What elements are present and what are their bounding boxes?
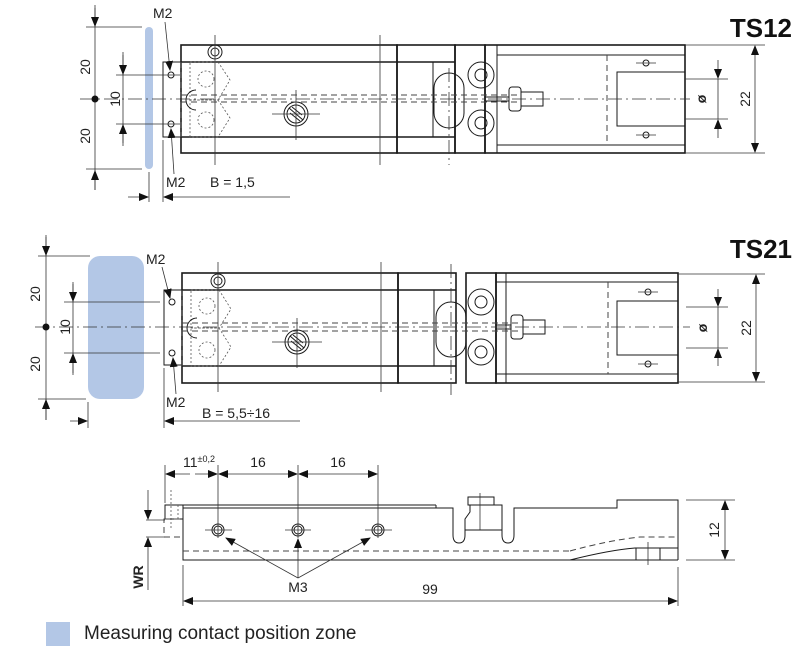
- ts12-view: TS12: [77, 5, 792, 202]
- ts21-height-top-label: 20: [27, 286, 43, 302]
- side-dimensions: 11±0,2 16 16 WR M3 99 12: [130, 454, 735, 606]
- ts12-height-top-label: 20: [77, 59, 93, 75]
- ts12-diameter-label: ø: [693, 94, 709, 103]
- ts12-thread-top-label: M2: [153, 5, 173, 21]
- side-offset-value: 11: [183, 454, 198, 470]
- ts21-b-dim-label: B = 5,5÷16: [202, 405, 270, 421]
- legend-label: Measuring contact position zone: [84, 623, 357, 644]
- ts21-thread-bottom-label: M2: [166, 394, 186, 410]
- ts12-contact-zone: [145, 27, 153, 169]
- ts12-right-dimensions: ø 22: [685, 44, 765, 154]
- ts12-dimensions: 20 20 10 M2 M2 B = 1,5: [77, 5, 290, 202]
- ts21-right-dimensions: ø 22: [678, 273, 765, 383]
- ts21-height-bottom-label: 20: [27, 356, 43, 372]
- side-height-label: 12: [706, 522, 722, 538]
- side-spacing-2-label: 16: [330, 454, 346, 470]
- side-offset-tolerance: ±0,2: [198, 454, 215, 464]
- ts12-title: TS12: [730, 13, 792, 43]
- ts21-dimensions: 20 20 10 M2 M2 B = 5,5÷16: [27, 235, 300, 428]
- legend-swatch: [46, 622, 70, 646]
- ts21-body: [35, 262, 690, 395]
- ts12-width-label: 22: [737, 91, 753, 107]
- ts12-pitch-label: 10: [107, 91, 123, 107]
- legend: Measuring contact position zone: [46, 622, 357, 646]
- side-offset-label: 11±0,2: [183, 454, 215, 470]
- ts21-thread-top-label: M2: [146, 251, 166, 267]
- ts12-b-dim-label: B = 1,5: [210, 174, 255, 190]
- ts21-width-label: 22: [738, 320, 754, 336]
- side-view: 11±0,2 16 16 WR M3 99 12: [130, 454, 735, 606]
- ts21-title: TS21: [730, 234, 792, 264]
- ts12-height-bottom-label: 20: [77, 128, 93, 144]
- ts12-body: [80, 35, 690, 165]
- side-body: [163, 490, 679, 565]
- ts21-view: TS21: [27, 234, 792, 428]
- ts12-thread-bottom-label: M2: [166, 174, 186, 190]
- ts21-diameter-label: ø: [694, 323, 710, 332]
- side-length-label: 99: [422, 581, 438, 597]
- ts21-pitch-label: 10: [57, 319, 73, 335]
- side-spacing-1-label: 16: [250, 454, 266, 470]
- side-wr-label: WR: [130, 565, 146, 588]
- side-thread-label: M3: [288, 579, 308, 595]
- ts21-contact-zone: [88, 256, 144, 399]
